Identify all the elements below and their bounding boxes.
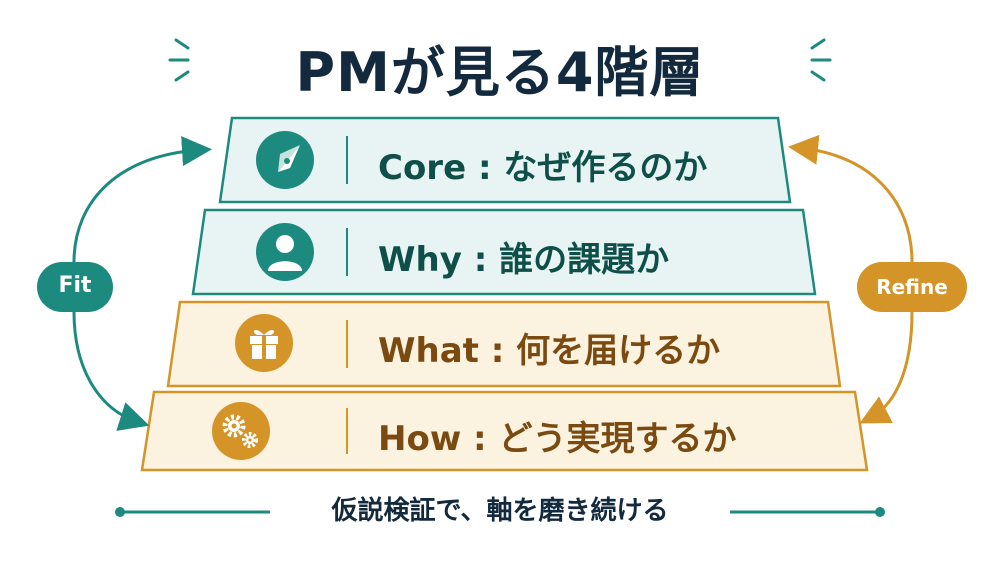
refine-arrow-up bbox=[788, 134, 914, 263]
layer-band-what bbox=[166, 300, 842, 388]
fit-arrow-up bbox=[72, 136, 212, 263]
title-accent-right bbox=[810, 38, 832, 82]
refine-arrow-down bbox=[859, 311, 914, 424]
title-accent-left bbox=[168, 38, 190, 82]
footer-text: 仮説検証で、軸を磨き続ける bbox=[331, 496, 669, 526]
layer-label-why: Why : 誰の課題か bbox=[378, 240, 670, 280]
fit-label: Fit bbox=[58, 273, 92, 298]
refine-label: Refine bbox=[876, 275, 948, 299]
gift-icon bbox=[235, 314, 293, 372]
layer-band-core bbox=[218, 116, 792, 204]
layer-label-what: What : 何を届けるか bbox=[378, 331, 721, 371]
layer-band-how bbox=[140, 390, 869, 472]
layer-label-core: Core : なぜ作るのか bbox=[378, 148, 708, 188]
person-icon bbox=[256, 223, 314, 281]
page-title: PMが見る4階層 bbox=[295, 41, 705, 104]
gears-icon bbox=[212, 402, 270, 460]
refine-pill bbox=[857, 262, 967, 312]
compass-icon bbox=[256, 131, 314, 189]
layer-label-how: How : どう実現するか bbox=[378, 419, 737, 459]
layer-band-why bbox=[191, 208, 817, 296]
fit-arrow-down bbox=[72, 311, 150, 431]
footer-rule bbox=[115, 507, 885, 517]
fit-pill bbox=[37, 262, 113, 312]
